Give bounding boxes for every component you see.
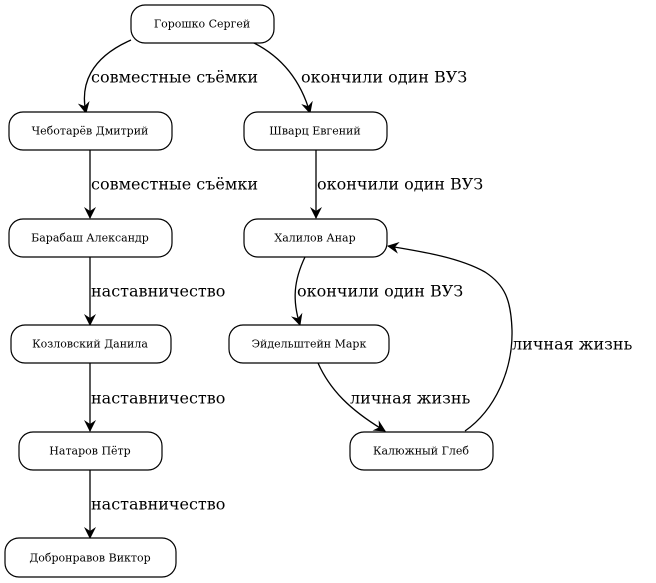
node-label: Козловский Данила bbox=[32, 338, 148, 351]
node-label: Эйдельштейн Марк bbox=[252, 338, 367, 351]
node-natarov[interactable]: Натаров Пётр bbox=[18, 431, 163, 471]
node-barabash[interactable]: Барабаш Александр bbox=[8, 218, 173, 258]
node-khalilov[interactable]: Халилов Анар bbox=[243, 218, 388, 258]
node-label: Калюжный Глеб bbox=[373, 445, 469, 458]
edge-line bbox=[251, 41, 313, 114]
edge-label: окончили один ВУЗ bbox=[317, 175, 483, 194]
edge-label: личная жизнь bbox=[512, 335, 633, 354]
node-label: Халилов Анар bbox=[274, 232, 355, 245]
edge-line bbox=[317, 362, 386, 432]
node-goroshko[interactable]: Горошко Сергей bbox=[130, 4, 275, 44]
node-chebotarev[interactable]: Чеботарёв Дмитрий bbox=[8, 111, 173, 151]
nodes: Горошко Сергей Чеботарёв Дмитрий Шварц Е… bbox=[4, 4, 494, 578]
edge-shvarts-khalilov: окончили один ВУЗ bbox=[310, 149, 483, 219]
node-label: Натаров Пётр bbox=[49, 445, 130, 458]
node-eidelshtein[interactable]: Эйдельштейн Марк bbox=[228, 324, 390, 364]
node-label: Шварц Евгений bbox=[269, 125, 360, 138]
edge-goroshko-shvarts: окончили один ВУЗ bbox=[251, 41, 467, 114]
edge-natarov-dobronravov: наставничество bbox=[84, 469, 225, 539]
edge-eidelshtein-kaluzhny: личная жизнь bbox=[317, 362, 471, 432]
edge-label: окончили один ВУЗ bbox=[301, 68, 467, 87]
node-label: Горошко Сергей bbox=[154, 18, 250, 31]
edge-line bbox=[290, 256, 306, 326]
node-kozlovsky[interactable]: Козловский Данила bbox=[10, 324, 172, 364]
edge-label: личная жизнь bbox=[350, 389, 471, 408]
edge-label: совместные съёмки bbox=[91, 68, 258, 87]
node-label: Добронравов Виктор bbox=[29, 552, 150, 565]
edge-label: наставничество bbox=[91, 495, 225, 514]
edge-goroshko-chebotarev: совместные съёмки bbox=[77, 39, 258, 114]
edge-barabash-kozlovsky: наставничество bbox=[84, 256, 225, 326]
node-shvarts[interactable]: Шварц Евгений bbox=[243, 111, 388, 151]
edge-chebotarev-barabash: совместные съёмки bbox=[84, 149, 258, 219]
edge-label: наставничество bbox=[91, 389, 225, 408]
edge-kozlovsky-natarov: наставничество bbox=[84, 363, 225, 432]
edge-label: совместные съёмки bbox=[91, 175, 258, 194]
node-label: Барабаш Александр bbox=[31, 232, 149, 245]
edge-khalilov-eidelshtein: окончили один ВУЗ bbox=[290, 256, 463, 326]
node-dobronravov[interactable]: Добронравов Виктор bbox=[4, 537, 177, 578]
node-label: Чеботарёв Дмитрий bbox=[32, 125, 149, 138]
edge-line bbox=[77, 39, 132, 114]
node-kaluzhny[interactable]: Калюжный Глеб bbox=[349, 431, 494, 471]
edge-label: окончили один ВУЗ bbox=[297, 282, 463, 301]
edges: совместные съёмки окончили один ВУЗ совм… bbox=[77, 39, 633, 539]
edge-label: наставничество bbox=[91, 282, 225, 301]
edge-kaluzhny-khalilov: личная жизнь bbox=[387, 241, 633, 432]
edge-line bbox=[387, 241, 513, 432]
